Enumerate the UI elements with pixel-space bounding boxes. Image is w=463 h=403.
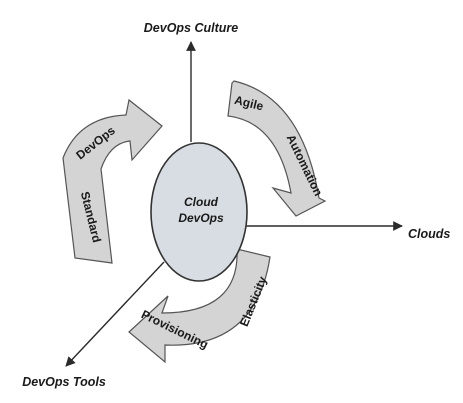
right-arrow-upper-label: Agile	[233, 93, 265, 114]
curved-arrow-left	[62, 98, 163, 264]
axis-label-bottom-left: DevOps Tools	[22, 375, 106, 389]
center-label-line2: DevOps	[178, 211, 224, 225]
curved-arrow-right	[227, 80, 327, 217]
curved-arrow-bottom	[128, 248, 271, 364]
axis-label-top: DevOps Culture	[144, 21, 239, 35]
center-label-line1: Cloud	[184, 195, 219, 209]
axis-bottom-left-line	[65, 261, 165, 367]
center-ellipse	[150, 142, 248, 282]
axis-label-right: Clouds	[408, 227, 450, 241]
